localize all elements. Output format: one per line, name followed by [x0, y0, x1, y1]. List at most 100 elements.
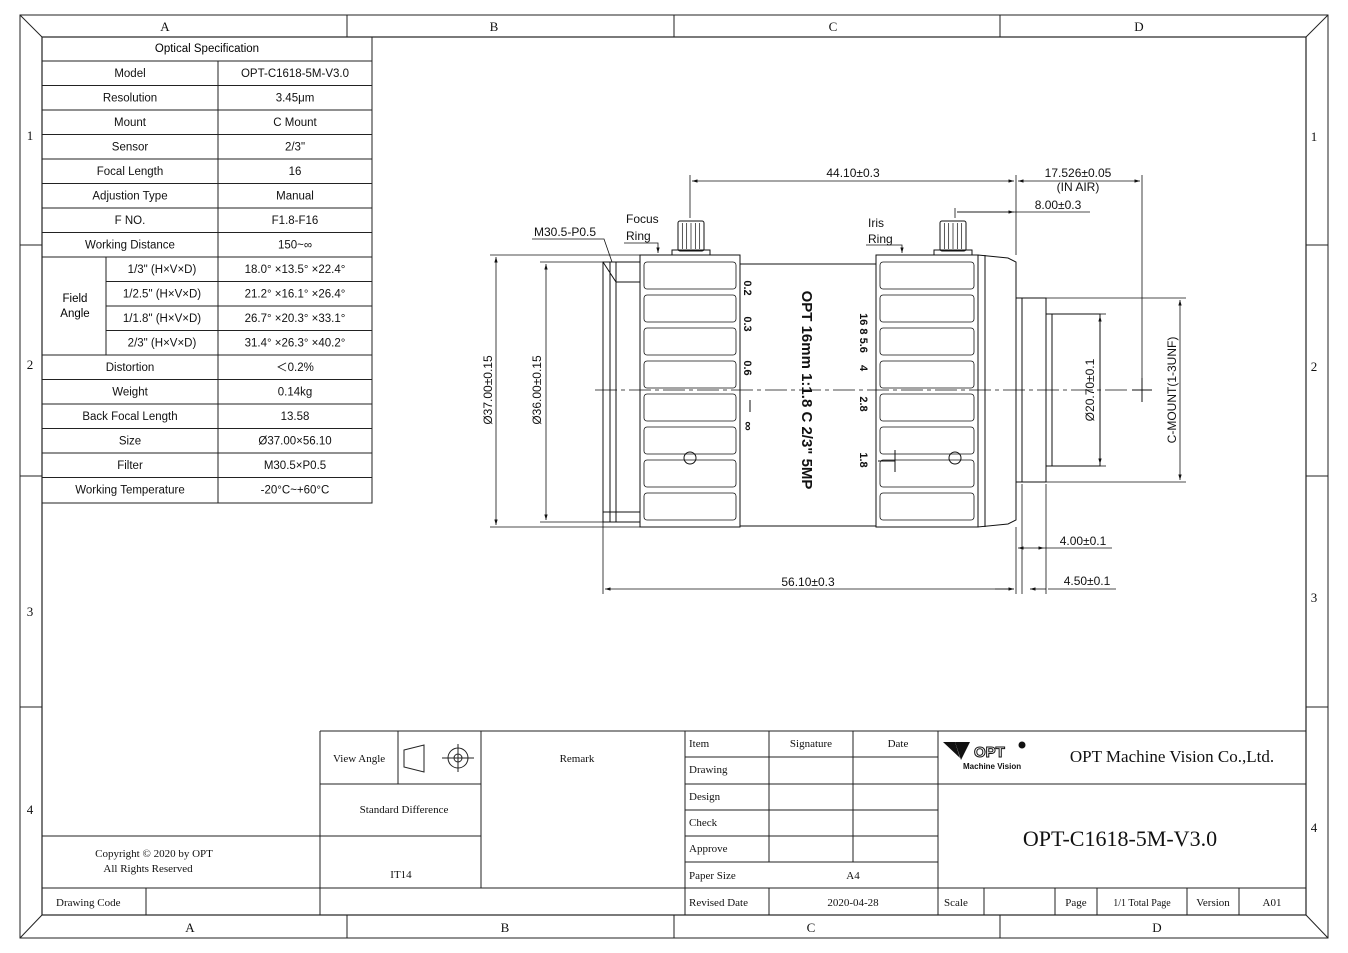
tolerance-value: IT14: [390, 869, 412, 881]
copyright-line: Copyright © 2020 by OPT: [95, 848, 213, 860]
approve-label: Approve: [689, 843, 728, 855]
company-name: OPT Machine Vision Co.,Ltd.: [1070, 747, 1274, 766]
c-mount-label: C-MOUNT(1-3UNF): [1165, 337, 1179, 444]
dim-overall-length: 56.10±0.3: [781, 575, 835, 589]
spec-value: Manual: [276, 191, 314, 203]
focus-mark: 0.2: [741, 280, 753, 295]
row-label-left: 1: [27, 128, 34, 143]
focus-ring-label: Ring: [626, 229, 651, 243]
dim-flange-focal: 17.526±0.05: [1045, 166, 1112, 180]
field-angle-value: 21.2° ×16.1° ×26.4°: [245, 289, 346, 301]
design-label: Design: [689, 791, 721, 803]
check-label: Check: [689, 817, 718, 829]
spec-label: Size: [119, 436, 141, 448]
row-label-right: 1: [1311, 129, 1318, 144]
spec-label: Distortion: [106, 362, 155, 374]
spec-label: Back Focal Length: [82, 411, 177, 423]
spec-label: Adjustion Type: [92, 191, 167, 203]
focus-ring-label: Focus: [626, 212, 659, 226]
col-label-bottom: C: [807, 920, 816, 935]
drawing-code-label: Drawing Code: [56, 897, 121, 909]
dim-flange-length: 44.10±0.3: [826, 166, 880, 180]
spec-label: Focal Length: [97, 166, 164, 178]
spec-value: 16: [289, 166, 302, 178]
drawing-label: Drawing: [689, 764, 728, 776]
col-label-top: D: [1134, 19, 1143, 34]
spec-label: Working Temperature: [75, 485, 185, 497]
sheet-frame: [19, 14, 1329, 939]
spec-label: Working Distance: [85, 240, 175, 252]
spec-label: Weight: [112, 387, 148, 399]
col-label-bottom: B: [501, 920, 510, 935]
thread-label: M30.5-P0.5: [534, 225, 596, 239]
view-angle-label: View Angle: [333, 753, 385, 765]
logo-subtitle: Machine Vision: [963, 762, 1021, 771]
row-label-left: 3: [27, 604, 34, 619]
remark-label: Remark: [560, 753, 595, 765]
spec-label: Sensor: [112, 142, 149, 154]
scale-label: Scale: [944, 897, 968, 909]
spec-value: 13.58: [281, 411, 310, 423]
title-block: [42, 730, 1306, 915]
field-angle-sensor: 1/3" (H×V×D): [128, 264, 197, 276]
spec-value: 3.45μm: [276, 93, 315, 105]
col-label-top: B: [490, 19, 499, 34]
spec-value: C Mount: [273, 117, 317, 129]
page-label: Page: [1065, 897, 1087, 909]
row-label-right: 3: [1311, 590, 1318, 605]
title-block-text: View Angle Remark Standard Difference IT…: [56, 738, 1281, 909]
total-page-label: 1/1 Total Page: [1113, 898, 1171, 909]
row-label-left: 2: [27, 357, 34, 372]
row-label-right: 2: [1311, 359, 1318, 374]
col-label-bottom: A: [185, 920, 195, 935]
col-label-top: A: [160, 19, 170, 34]
iris-mark: 4: [857, 365, 869, 372]
spec-value: F1.8-F16: [272, 215, 319, 227]
iris-ring-label: Iris: [868, 216, 884, 230]
paper-size-label: Paper Size: [689, 870, 736, 882]
spec-value: -20°C~+60°C: [261, 485, 330, 497]
grid-labels: A B C D A B C D 1 2 3 4 1 2 3 4: [27, 19, 1318, 935]
dim-mount-length: 4.50±0.1: [1064, 574, 1111, 588]
spec-value: ＜0.2%: [276, 362, 314, 374]
iris-mark: 1.8: [857, 452, 869, 467]
spec-value: M30.5×P0.5: [264, 460, 326, 472]
spec-label: F NO.: [115, 215, 146, 227]
date-label: Date: [888, 738, 909, 750]
field-angle-value: 26.7° ×20.3° ×33.1°: [245, 313, 346, 325]
col-label-bottom: D: [1152, 920, 1161, 935]
dim-thread-diameter: Ø36.00±0.15: [530, 355, 544, 425]
spec-value: 2/3": [285, 142, 305, 154]
version-value: A01: [1263, 897, 1282, 909]
dimension-lines: [490, 175, 1186, 594]
spec-value: 150~∞: [278, 240, 312, 252]
field-angle-value: 31.4° ×26.3° ×40.2°: [245, 338, 346, 350]
spec-table: Optical Specification Model OPT-C1618-5M-…: [41, 36, 373, 504]
dim-mount-diameter: Ø20.70±0.1: [1083, 358, 1097, 421]
col-label-top: C: [829, 19, 838, 34]
paper-size-value: A4: [846, 870, 860, 882]
spec-label: Filter: [117, 460, 143, 472]
dim-knob-offset: 8.00±0.3: [1035, 198, 1082, 212]
field-angle-label: Angle: [60, 308, 89, 320]
dimension-labels: 56.10±0.3 44.10±0.3 17.526±0.05 (IN AIR)…: [481, 166, 1179, 589]
spec-label: Model: [114, 68, 145, 80]
iris-ring-label: Ring: [868, 232, 893, 246]
dim-in-air: (IN AIR): [1057, 180, 1100, 194]
spec-value: OPT-C1618-5M-V3.0: [241, 68, 349, 80]
opt-logo-icon: OPT Machine Vision: [943, 741, 1026, 771]
field-angle-sensor: 2/3" (H×V×D): [128, 338, 197, 350]
lens-drawing: [595, 220, 1152, 528]
spec-value: Ø37.00×56.10: [258, 436, 331, 448]
spec-title: Optical Specification: [155, 43, 259, 55]
field-angle-label: Field: [63, 293, 88, 305]
row-label-right: 4: [1311, 820, 1318, 835]
field-angle-sensor: 1/2.5" (H×V×D): [123, 289, 201, 301]
copyright-line: All Rights Reserved: [103, 863, 193, 875]
part-number: OPT-C1618-5M-V3.0: [1023, 826, 1217, 851]
focus-mark: 0.3: [741, 316, 753, 331]
barrel-engraving: OPT 16mm 1:1.8 C 2/3" 5MP: [798, 291, 815, 490]
revised-date-label: Revised Date: [689, 897, 748, 909]
iris-mark: 16 8 5.6: [857, 313, 869, 353]
